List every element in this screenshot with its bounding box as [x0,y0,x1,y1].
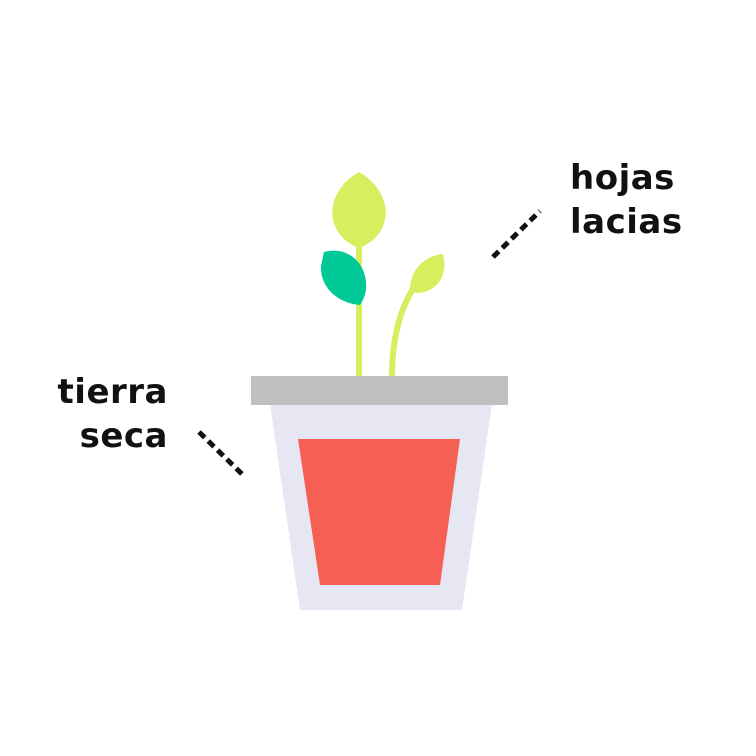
drooping-leaf [410,254,445,293]
top-leaf [332,172,386,248]
soil-label: tierra seca [50,370,168,458]
soil-label-line2: seca [79,416,168,456]
soil-pointer-line [197,430,247,479]
leaves-pointer-line [491,209,542,259]
soil-label-line1: tierra [57,372,168,412]
dry-soil [298,439,460,585]
pot-rim [251,376,508,405]
drooping-stem [389,279,421,379]
leaves-label-line2: lacias [570,202,683,242]
side-leaf-dark [320,250,367,305]
leaves-label: hojas lacias [570,156,683,244]
leaves-label-line1: hojas [570,158,675,198]
